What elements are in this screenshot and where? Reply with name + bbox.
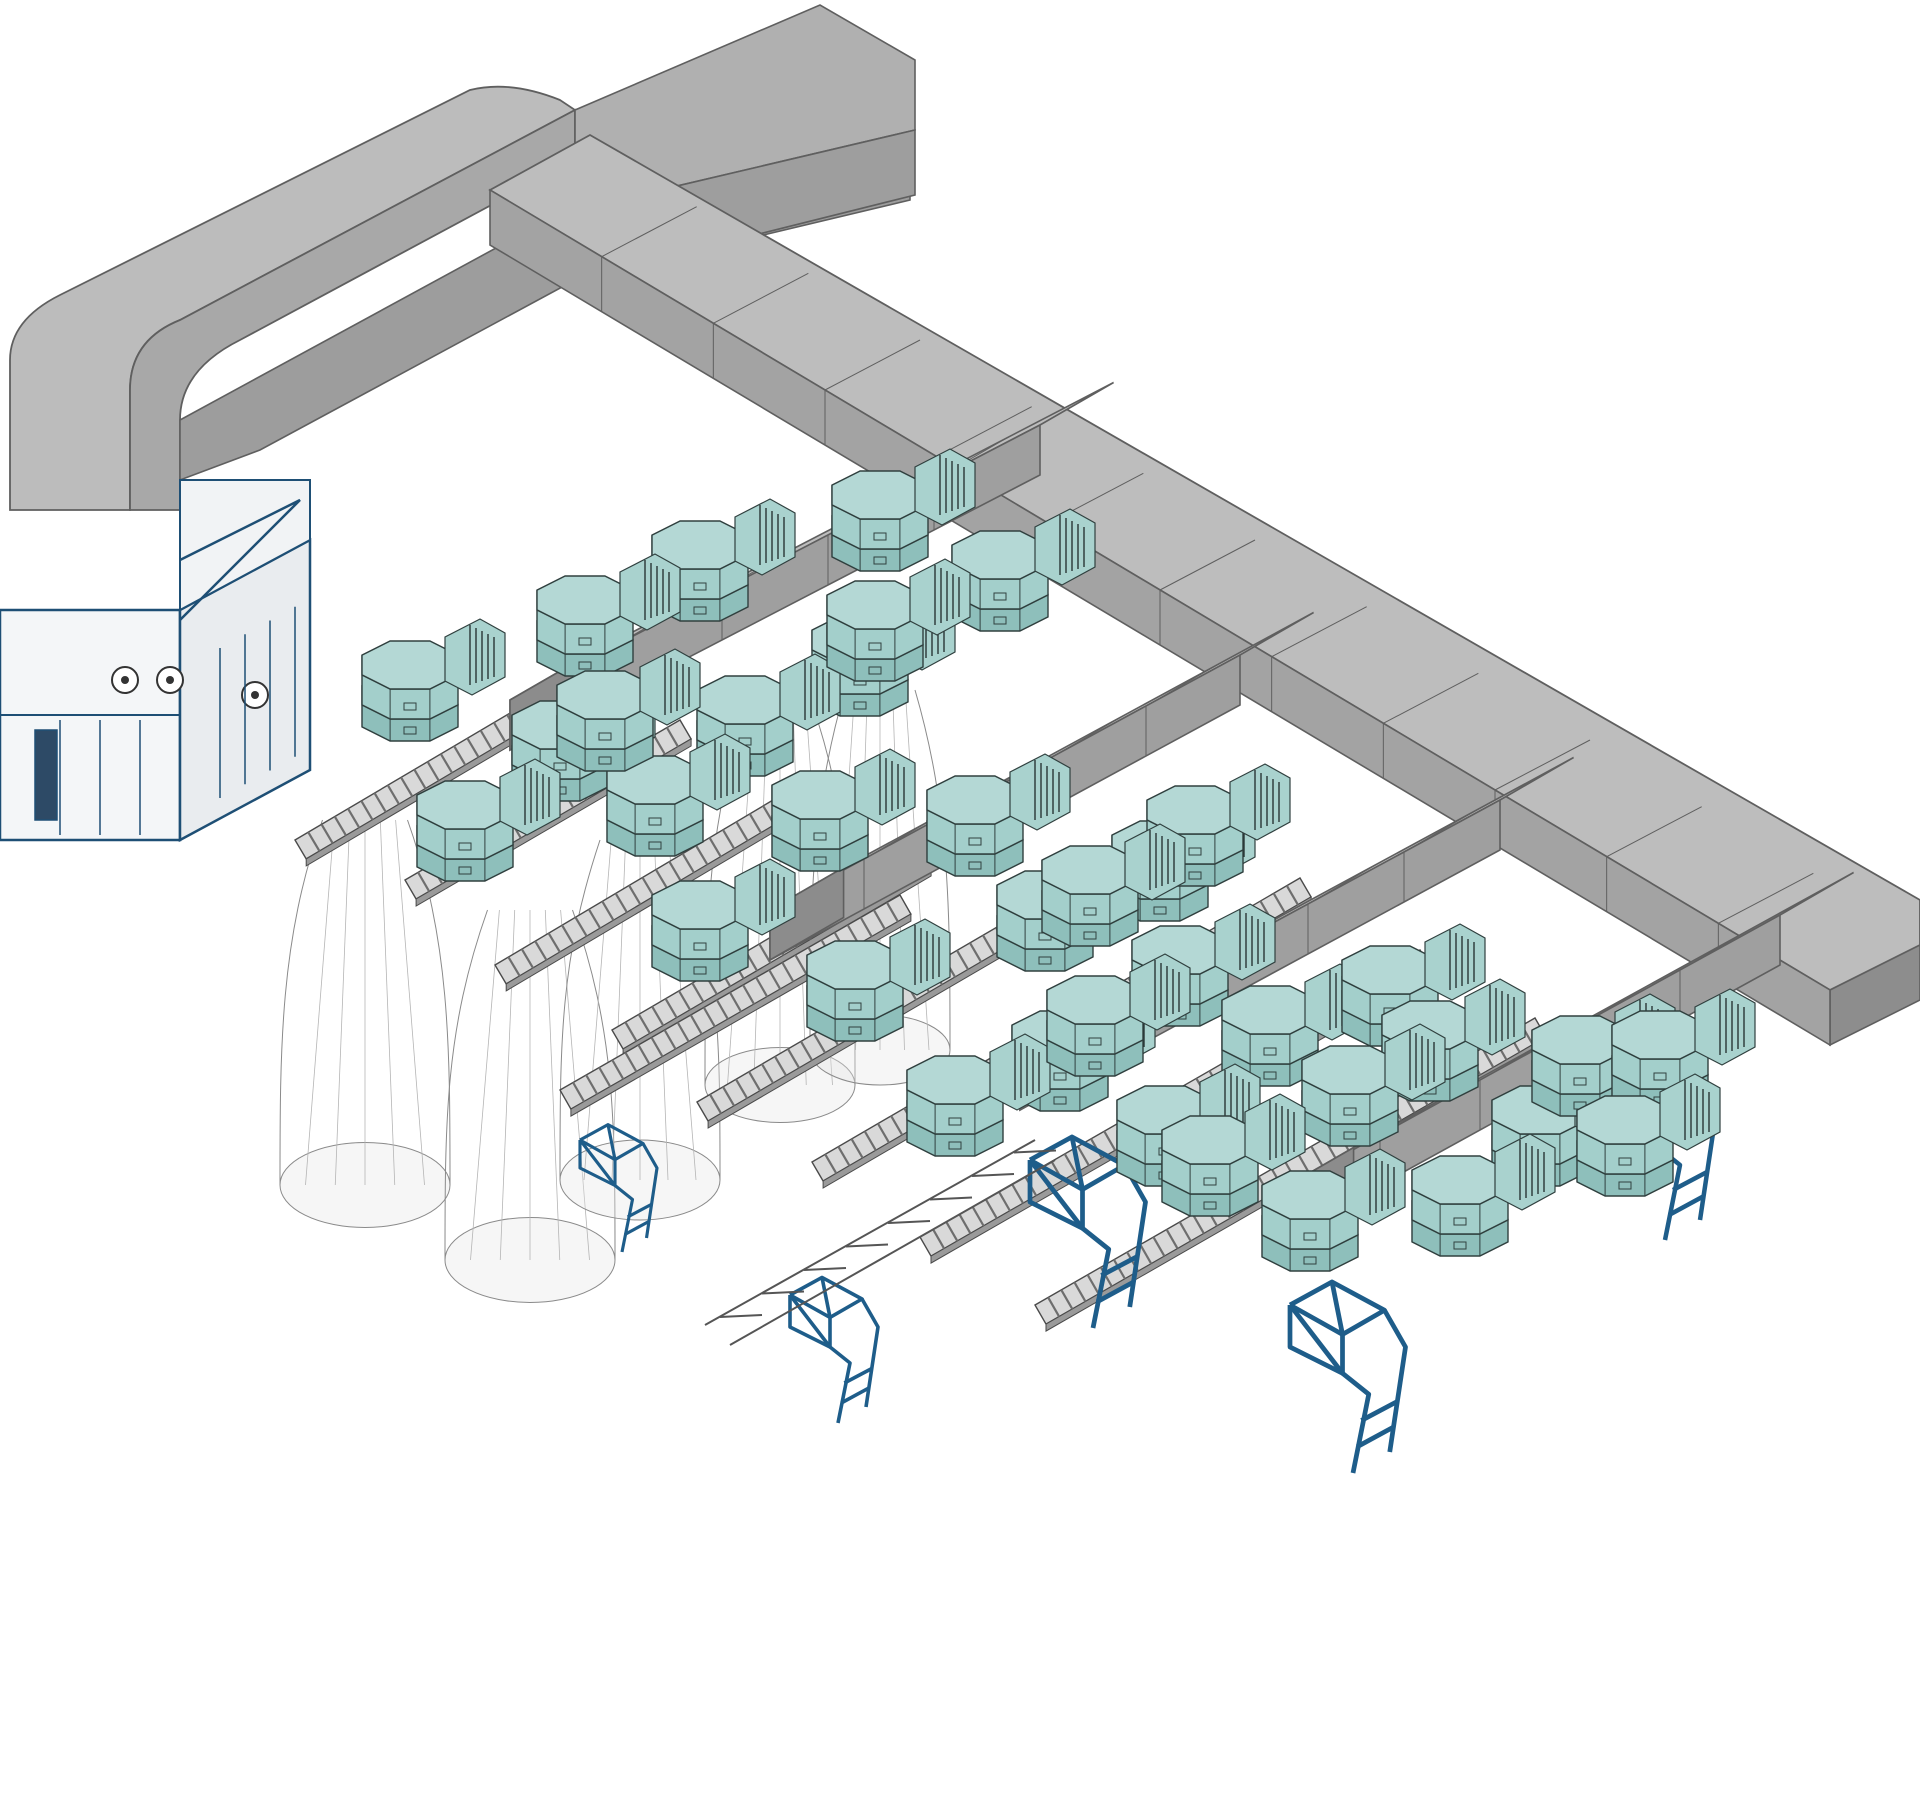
diffuser-connector	[619, 553, 681, 631]
octagonal-diffuser	[1046, 953, 1191, 1077]
diffuser-connector	[779, 653, 841, 731]
airflow-cone	[444, 909, 616, 1303]
diffuser-connector	[734, 498, 796, 576]
lifting-frame	[1027, 1134, 1148, 1329]
octagonal-diffuser	[826, 558, 971, 682]
diffuser-connector	[1494, 1133, 1556, 1211]
ahu-front-panel	[0, 608, 182, 842]
octagonal-diffuser	[651, 858, 796, 982]
lifting-frame	[1287, 1279, 1408, 1474]
diffuser-connector	[854, 748, 916, 826]
diffuser-connector	[1384, 1023, 1446, 1101]
octagonal-diffuser	[1301, 1023, 1446, 1147]
diffuser-connector	[1244, 1093, 1306, 1171]
diffuser-connector	[1229, 763, 1291, 841]
diffuser-connector	[989, 1033, 1051, 1111]
lifting-frame	[578, 1123, 659, 1253]
diffuser-connector	[1129, 953, 1191, 1031]
octagonal-diffuser	[906, 1033, 1051, 1157]
diffuser-connector	[889, 918, 951, 996]
truss	[704, 1139, 1057, 1346]
diffuser-connector	[1424, 923, 1486, 1001]
diffuser-connector	[1659, 1073, 1721, 1151]
octagonal-diffuser	[1341, 923, 1486, 1047]
octagonal-diffuser	[951, 508, 1096, 632]
diffuser-connector	[1694, 988, 1756, 1066]
octagonal-diffuser	[1411, 1133, 1556, 1257]
octagonal-diffuser	[771, 748, 916, 872]
diffuser-connector	[1009, 753, 1071, 831]
octagonal-diffuser	[416, 758, 561, 882]
air-handling-unit	[0, 479, 312, 843]
diffuser-connector	[689, 733, 751, 811]
diffuser-connector	[1344, 1148, 1406, 1226]
octagonal-diffuser	[1576, 1073, 1721, 1197]
octagonal-diffuser	[831, 448, 976, 572]
octagonal-diffuser	[1041, 823, 1186, 947]
diffuser-connector	[1124, 823, 1186, 901]
diffuser-connector	[1034, 508, 1096, 586]
octagonal-diffuser	[1261, 1148, 1406, 1272]
diffuser-connector	[734, 858, 796, 936]
octagonal-diffuser	[536, 553, 681, 677]
diffuser-connector	[909, 558, 971, 636]
octagonal-diffuser	[361, 618, 506, 742]
diffuser-connector	[639, 648, 701, 726]
diffuser-connector	[499, 758, 561, 836]
ducts-layer	[9, 4, 1920, 1272]
octagonal-diffuser	[606, 733, 751, 857]
diffuser-connector	[1214, 903, 1276, 981]
diffuser-connector	[444, 618, 506, 696]
ahu-control-panel	[34, 729, 58, 821]
ahu-brace	[179, 498, 301, 621]
diffuser-connector	[1464, 978, 1526, 1056]
airflow-cones-layer	[279, 689, 951, 1303]
diffuser-connector	[914, 448, 976, 526]
lifting-frame	[788, 1275, 880, 1424]
octagonal-diffuser	[806, 918, 951, 1042]
octagonal-diffuser	[926, 753, 1071, 877]
octagonal-diffuser	[556, 648, 701, 772]
octagonal-diffuser	[1161, 1093, 1306, 1217]
